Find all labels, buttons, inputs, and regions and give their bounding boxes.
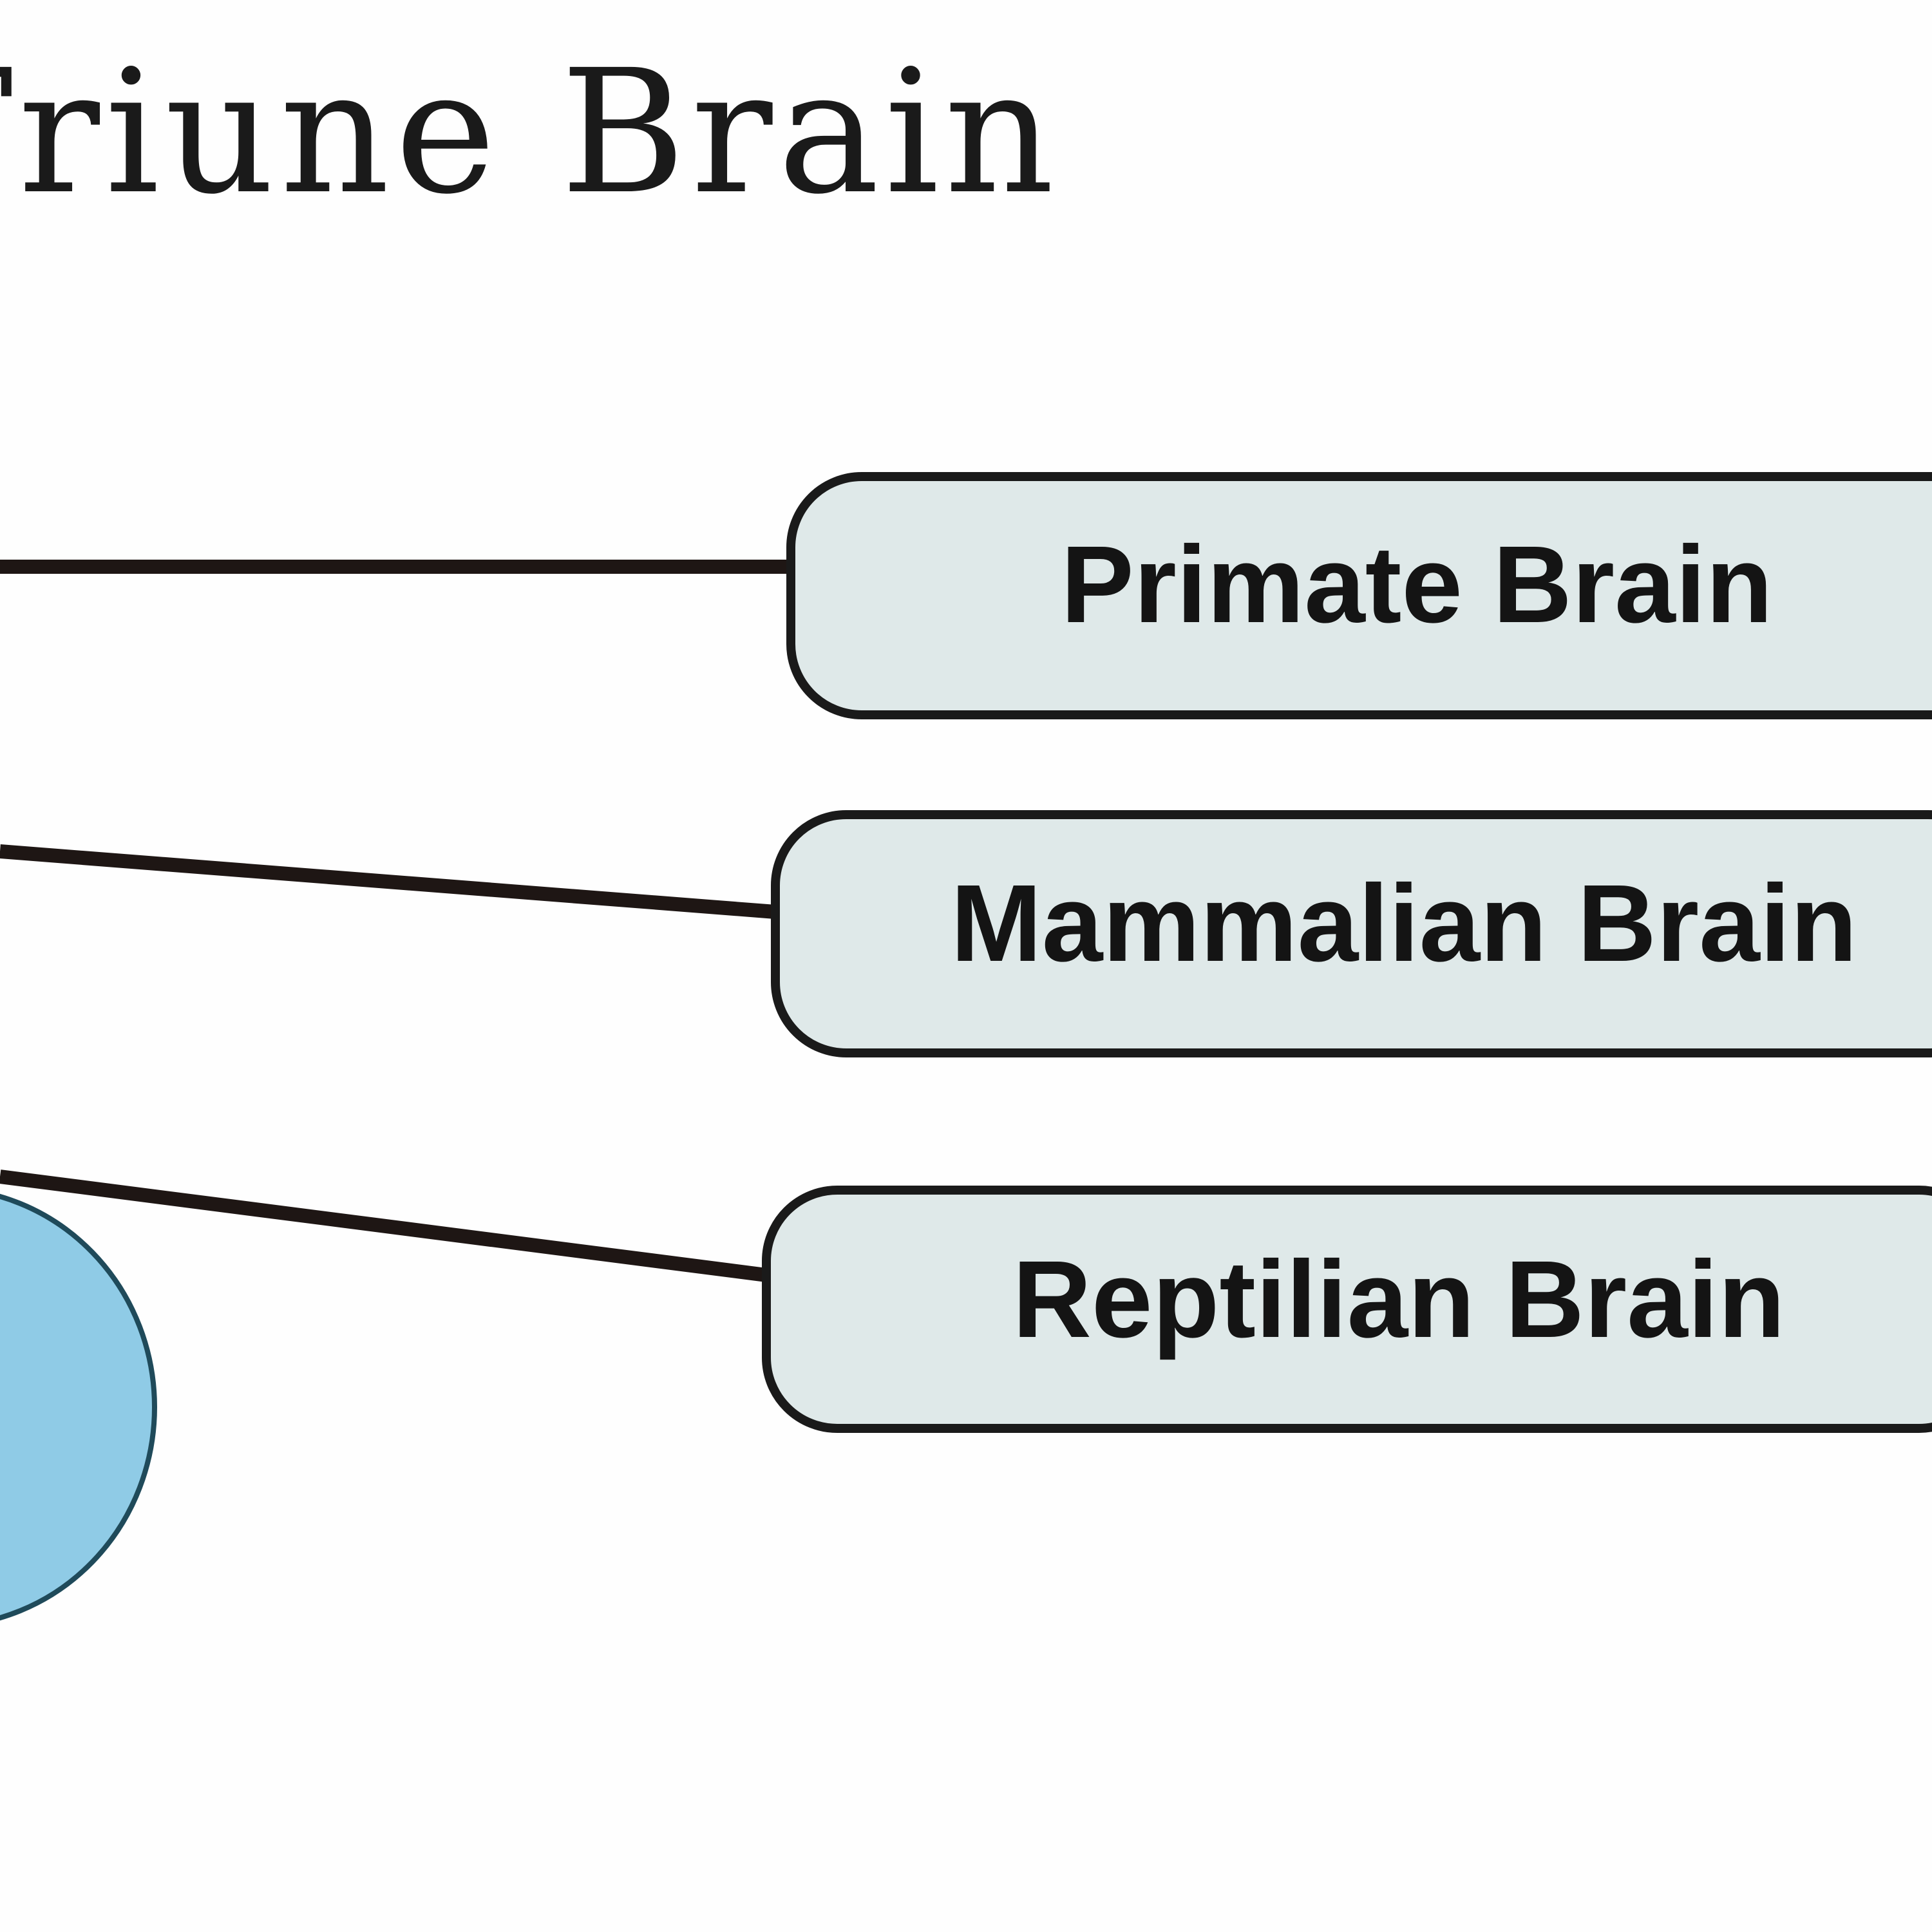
label-box-mammalian: Mammalian Brain xyxy=(771,810,1932,1057)
connector-mammalian xyxy=(0,844,776,919)
label-box-reptilian: Reptilian Brain xyxy=(762,1186,1932,1433)
label-primate-brain: Primate Brain xyxy=(1061,524,1772,646)
brain-region-circle xyxy=(0,1193,157,1621)
connector-reptilian xyxy=(0,1170,768,1282)
diagram-title: e Triune Brain xyxy=(0,33,1059,232)
label-box-primate: Primate Brain xyxy=(786,472,1932,719)
label-reptilian-brain: Reptilian Brain xyxy=(1012,1238,1785,1361)
label-mammalian-brain: Mammalian Brain xyxy=(951,862,1857,985)
